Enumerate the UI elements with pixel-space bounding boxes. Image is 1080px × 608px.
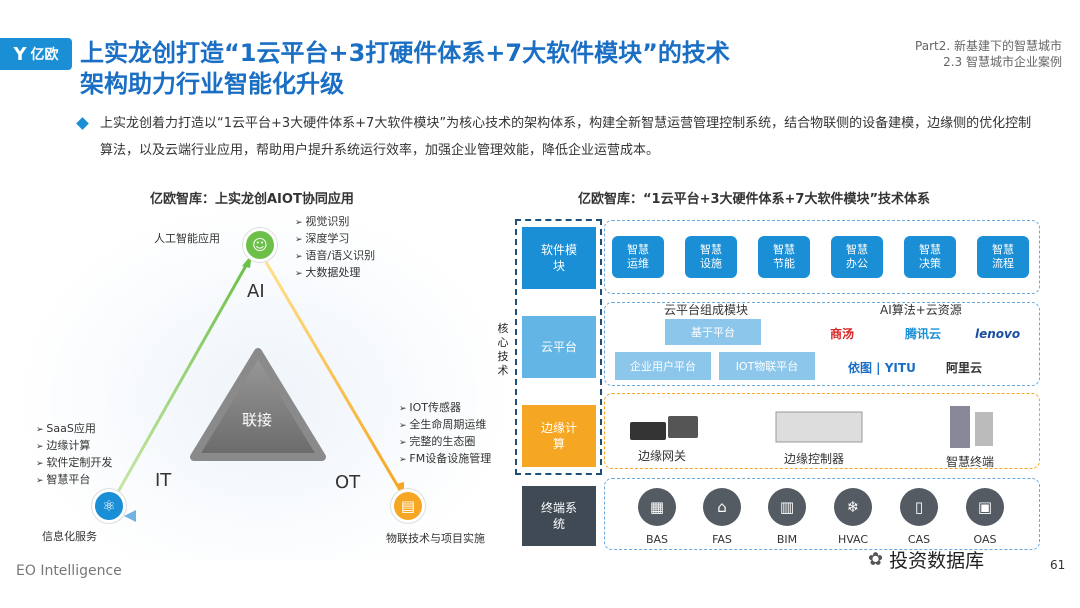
ot-arrow (264, 261, 402, 491)
it-letter: IT (155, 470, 172, 491)
module-tile: 智慧运维 (612, 236, 664, 278)
layer-cloud: 云平台 (522, 316, 596, 378)
fas-fire-icon: ⌂ (703, 488, 741, 526)
controller-device (775, 411, 863, 443)
core-tech-dashed-box (515, 219, 602, 475)
aliyun-logo: 阿里云 (946, 361, 983, 375)
terminal-label: BIM (776, 533, 798, 546)
right-diagram-title: 亿欧智库：“1云平台+3大硬件体系+7大软件模块”技术体系 (578, 192, 931, 207)
ai-list-item: 大数据处理 (295, 265, 375, 282)
ot-label: 物联技术与项目实施 (386, 532, 485, 545)
title-line-1: 上实龙创打造“1云平台+3打硬件体系+7大软件模块”的技术 (80, 39, 730, 67)
section-label: 2.3 智慧城市企业案例 (943, 55, 1062, 69)
terminal-device (950, 406, 970, 448)
ot-list: IOT传感器 全生命周期运维 完整的生态圈 FM设备设施管理 (399, 400, 491, 468)
ot-list-item: IOT传感器 (399, 400, 491, 417)
footer-brand: EO Intelligence (16, 563, 122, 579)
logo-text: 亿欧 (30, 47, 59, 63)
summary-text: 上实龙创着力打造以“1云平台+3大硬件体系+7大软件模块”为核心技术的架构体系，… (100, 116, 1032, 158)
module-tile: 智慧节能 (758, 236, 810, 278)
layer-edge: 边缘计算 (522, 405, 596, 467)
ai-list-item: 语音/语义识别 (295, 248, 375, 265)
edge-gateway-label: 边缘网关 (638, 449, 687, 463)
ai-arrow (116, 261, 250, 493)
logo-y-icon: Y (13, 43, 27, 65)
gateway-device (668, 416, 698, 438)
shangtang-logo: 商汤 (830, 327, 855, 341)
section-info: Part2. 新基建下的智慧城市 2.3 智慧城市企业案例 (915, 38, 1062, 70)
software-panel (604, 220, 1040, 294)
it-list: SaaS应用 边缘计算 软件定制开发 智慧平台 (36, 421, 112, 489)
it-node-atom-icon: ⚛ (92, 489, 126, 523)
ot-node-device-icon: ▤ (391, 489, 425, 523)
it-list-item: 边缘计算 (36, 438, 112, 455)
it-list-item: SaaS应用 (36, 421, 112, 438)
terminal-panel (604, 478, 1040, 550)
it-label: 信息化服务 (42, 530, 97, 543)
module-tile: 智慧办公 (831, 236, 883, 278)
part-label: Part2. 新基建下的智慧城市 (915, 39, 1062, 53)
ot-list-item: 完整的生态圈 (399, 434, 491, 451)
terminal-device (975, 412, 993, 446)
cloud-panel (604, 302, 1040, 386)
center-triangle (190, 348, 326, 461)
ai-node-brain-icon: ☺ (243, 228, 277, 262)
tencent-cloud-logo: 腾讯云 (905, 327, 942, 341)
iot-platform-box: IOT物联平台 (719, 352, 815, 380)
page-title: 上实龙创打造“1云平台+3打硬件体系+7大软件模块”的技术 架构助力行业智能化升… (80, 38, 820, 100)
left-diagram-title: 亿欧智库：上实龙创AIOT协同应用 (150, 192, 354, 207)
terminal-label: BAS (645, 533, 669, 546)
terminal-label: FAS (712, 533, 732, 546)
page-number: 61 (1050, 558, 1066, 572)
it-arrowhead (124, 510, 136, 522)
gateway-device (630, 422, 666, 440)
it-list-item: 智慧平台 (36, 472, 112, 489)
title-line-2: 架构助力行业智能化升级 (80, 70, 344, 98)
terminal-label: CAS (907, 533, 931, 546)
bim-model-icon: ▥ (768, 488, 806, 526)
enterprise-platform-box: 企业用户平台 (615, 352, 711, 380)
core-tech-label: 核 心 技 术 (497, 322, 509, 377)
terminal-label: OAS (973, 533, 997, 546)
ai-cloud-heading: AI算法+云资源 (880, 303, 962, 317)
hvac-snowflake-icon: ❄ (834, 488, 872, 526)
center-label: 联接 (242, 411, 273, 429)
eo-logo: Y 亿欧 (0, 38, 72, 70)
edge-controller-label: 边缘控制器 (784, 452, 845, 466)
wechat-icon: ✿ (868, 549, 884, 570)
ot-letter: OT (335, 472, 361, 493)
module-tile: 智慧设施 (685, 236, 737, 278)
edge-panel (604, 393, 1040, 469)
lenovo-logo: lenovo (975, 327, 1021, 341)
it-list-item: 软件定制开发 (36, 455, 112, 472)
cloud-modules-heading: 云平台组成模块 (664, 303, 749, 317)
cas-phone-icon: ▯ (900, 488, 938, 526)
yitu-logo: 依图 | YITU (848, 361, 916, 375)
ai-list: 视觉识别 深度学习 语音/语义识别 大数据处理 (295, 214, 375, 282)
layer-software: 软件模块 (522, 227, 596, 289)
module-tile: 智慧决策 (904, 236, 956, 278)
watermark: ✿ 投资数据库 (868, 546, 984, 573)
ot-list-item: FM设备设施管理 (399, 451, 491, 468)
ai-label: 人工智能应用 (154, 232, 220, 245)
module-tile: 智慧流程 (977, 236, 1029, 278)
terminal-label: HVAC (837, 533, 869, 546)
ot-list-item: 全生命周期运维 (399, 417, 491, 434)
ai-list-item: 视觉识别 (295, 214, 375, 231)
layer-terminal: 终端系统 (522, 486, 596, 546)
base-platform-box: 基于平台 (665, 319, 761, 345)
bas-building-icon: ▦ (638, 488, 676, 526)
oas-grid-icon: ▣ (966, 488, 1004, 526)
summary-paragraph: 上实龙创着力打造以“1云平台+3大硬件体系+7大软件模块”为核心技术的架构体系，… (76, 110, 1038, 164)
watermark-text: 投资数据库 (889, 550, 985, 572)
smart-terminal-label: 智慧终端 (946, 455, 995, 469)
ai-list-item: 深度学习 (295, 231, 375, 248)
ai-letter: AI (247, 281, 265, 302)
